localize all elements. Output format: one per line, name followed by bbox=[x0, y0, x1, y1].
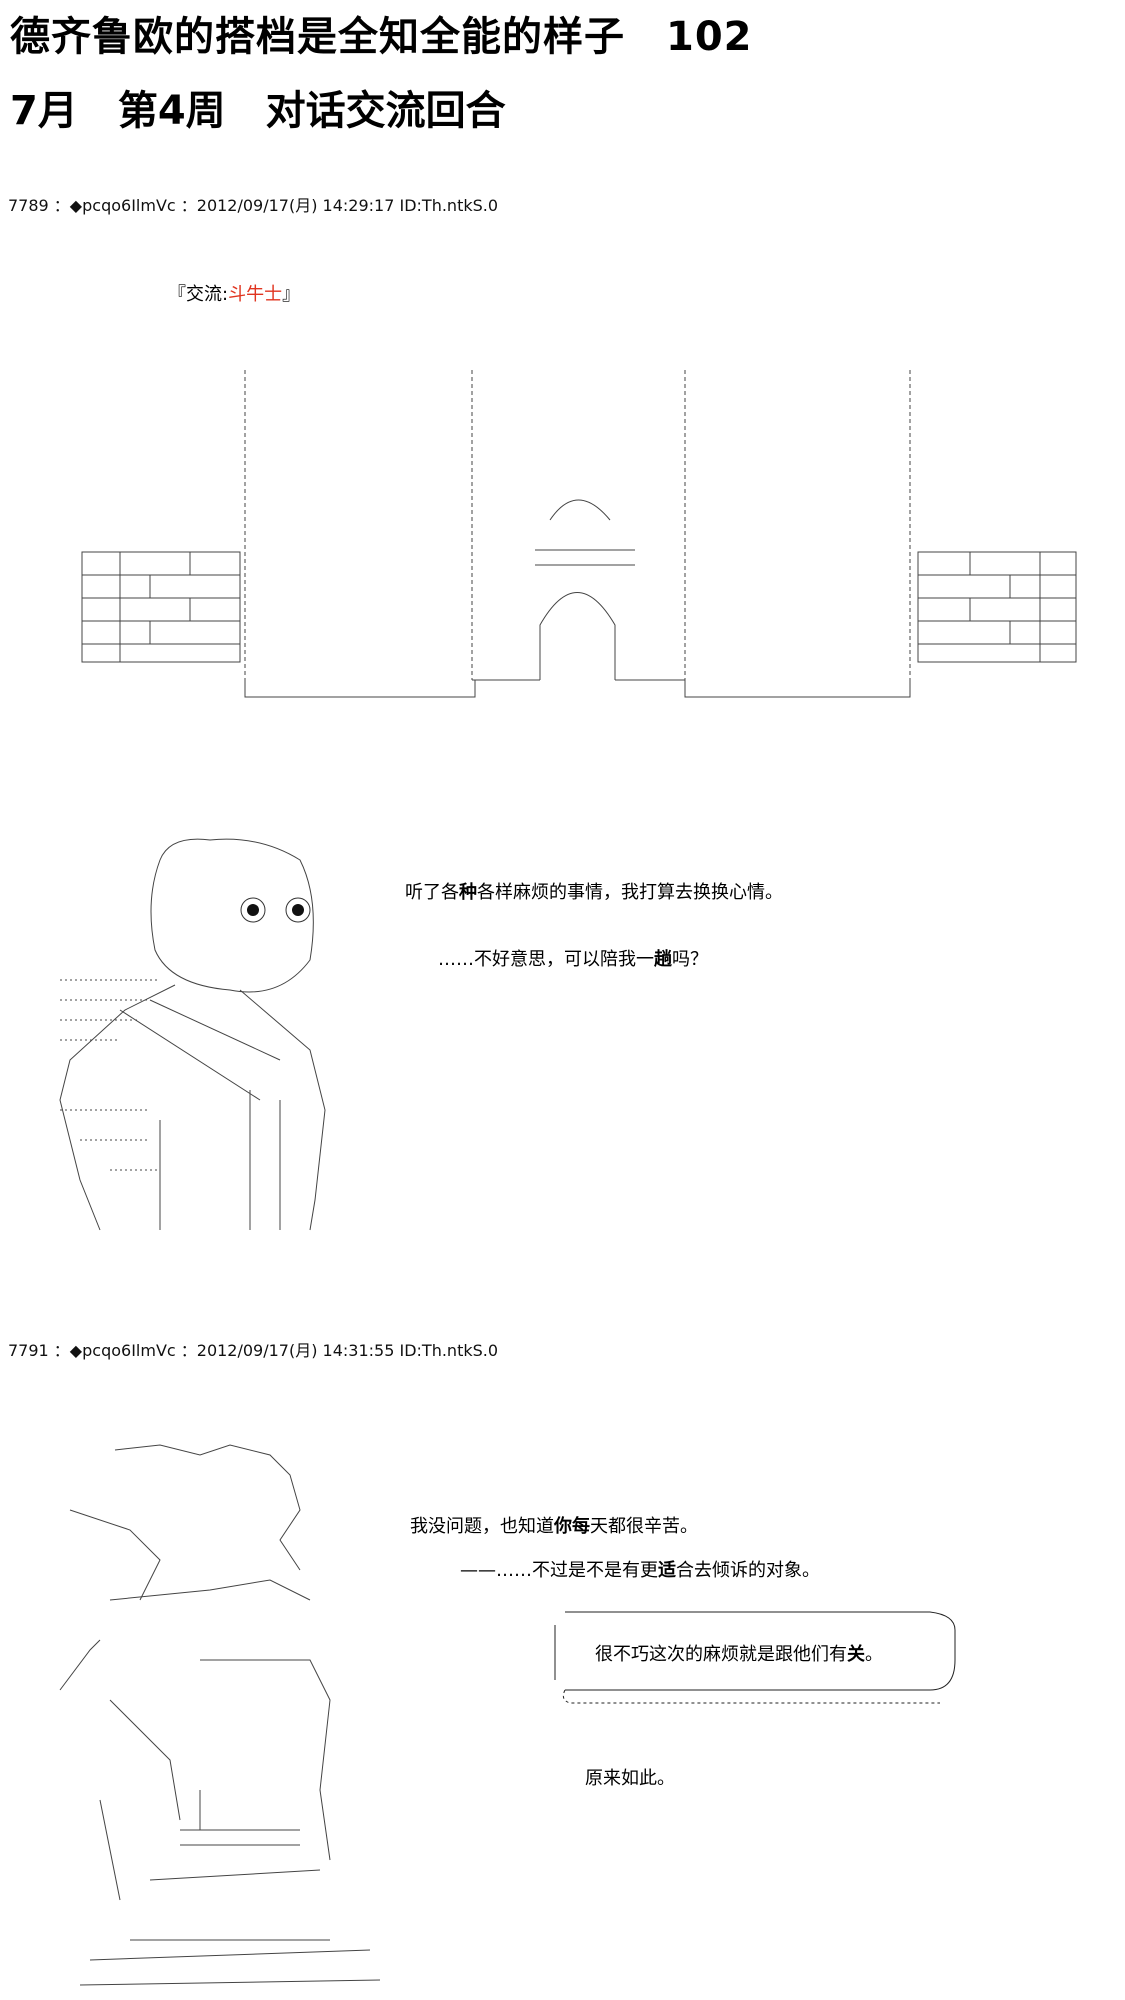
dialogue-text: ……不好意思，可以陪我一 bbox=[438, 949, 654, 970]
exchange-tag-close: 』 bbox=[282, 284, 301, 305]
dialogue-text: 吗？ bbox=[672, 949, 708, 970]
dialogue-text: 很不巧这次的麻烦就是跟他们有 bbox=[595, 1644, 847, 1665]
dialogue-text: 我没问题，也知道 bbox=[410, 1516, 554, 1537]
dialogue-emphasis: 种 bbox=[459, 882, 477, 903]
dialogue-text: 。 bbox=[865, 1644, 883, 1665]
dialogue-emphasis: 适 bbox=[658, 1560, 676, 1581]
dialogue-line: 我没问题，也知道你每天都很辛苦。 bbox=[410, 1512, 698, 1538]
exchange-tag-name: 斗牛士 bbox=[228, 284, 283, 305]
dialogue-text: 各样麻烦的事情，我打算去换换心情。 bbox=[477, 882, 783, 903]
exchange-tag-open: 『交流: bbox=[168, 284, 229, 305]
dialogue-line: 原来如此。 bbox=[585, 1764, 675, 1790]
dialogue-text: 合去倾诉的对象。 bbox=[676, 1560, 820, 1581]
page-subtitle: 7月 第4周 对话交流回合 bbox=[10, 88, 506, 134]
post-header: 7789 ：◆pcqo6IlmVc ：2012/09/17(月) 14:29:1… bbox=[8, 196, 499, 215]
dialogue-text: 天都很辛苦。 bbox=[590, 1516, 698, 1537]
page-title: 德齐鲁欧的搭档是全知全能的样子 102 bbox=[10, 14, 753, 60]
dialogue-text: 原来如此。 bbox=[585, 1768, 675, 1789]
post-header: 7791 ：◆pcqo6IlmVc ：2012/09/17(月) 14:31:5… bbox=[8, 1341, 499, 1360]
dialogue-line: ……不好意思，可以陪我一趟吗？ bbox=[438, 945, 708, 971]
dialogue-line: ——……不过是不是有更适合去倾诉的对象。 bbox=[460, 1556, 820, 1582]
dialogue-text: 听了各 bbox=[405, 882, 459, 903]
exchange-tag: 『交流:斗牛士』 bbox=[168, 280, 300, 306]
dialogue-text: ——……不过是不是有更 bbox=[460, 1560, 658, 1581]
dialogue-emphasis: 趟 bbox=[654, 949, 672, 970]
dialogue-line: 听了各种各样麻烦的事情，我打算去换换心情。 bbox=[405, 878, 783, 904]
dialogue-emphasis: 关 bbox=[847, 1644, 865, 1665]
dialogue-emphasis: 你每 bbox=[554, 1516, 590, 1537]
dialogue-line: 很不巧这次的麻烦就是跟他们有关。 bbox=[595, 1640, 883, 1666]
